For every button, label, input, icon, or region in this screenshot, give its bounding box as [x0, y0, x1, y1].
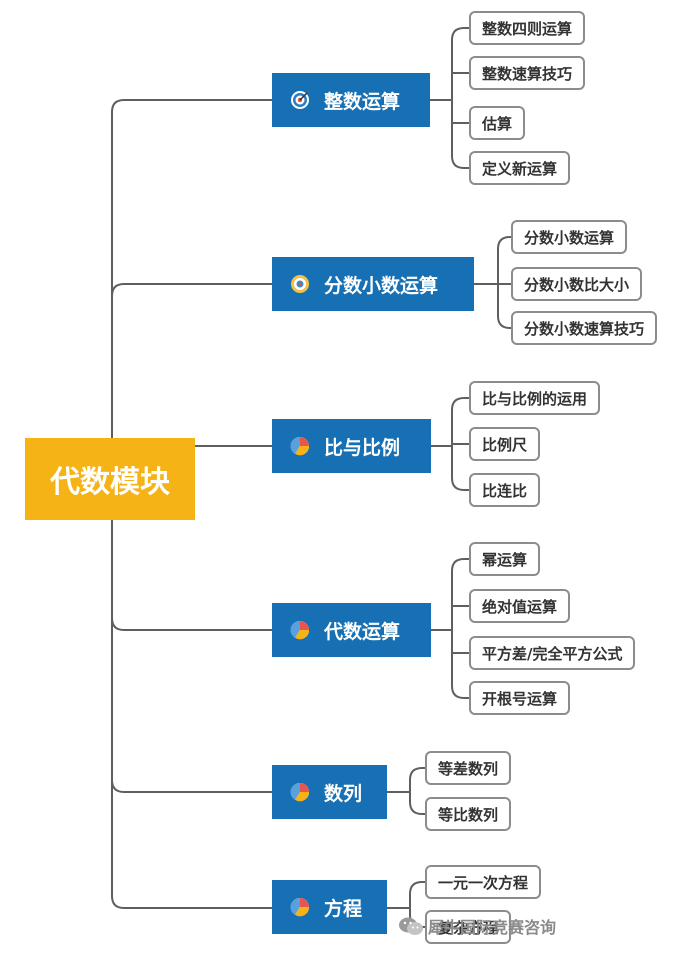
target-icon	[291, 91, 309, 109]
leaf-node: 一元一次方程	[425, 865, 542, 899]
leaf-label: 比与比例的运用	[482, 389, 588, 408]
leaf-node: 比与比例的运用	[469, 381, 601, 415]
leaf-node: 幂运算	[469, 542, 541, 576]
leaf-label: 估算	[482, 114, 513, 133]
pie-chart-icon	[290, 620, 310, 640]
leaf-node: 分数小数速算技巧	[511, 311, 658, 345]
leaf-label: 绝对值运算	[482, 597, 558, 616]
leaf-node: 估算	[469, 106, 526, 140]
leaf-label: 定义新运算	[482, 159, 558, 178]
leaf-label: 幂运算	[482, 550, 528, 569]
root-label: 代数模块	[50, 465, 170, 500]
leaf-node: 开根号运算	[469, 681, 571, 715]
leaf-label: 一元一次方程	[438, 873, 529, 892]
category-node-fraction-decimal: 分数小数运算	[272, 257, 474, 311]
leaf-label: 整数速算技巧	[482, 64, 573, 83]
leaf-node: 复杂方程	[425, 910, 512, 944]
wechat-icon	[399, 917, 423, 935]
leaf-label: 复杂方程	[438, 918, 499, 937]
leaf-label: 等差数列	[438, 759, 499, 778]
watermark-text: 犀牛国际竞赛咨询	[428, 918, 557, 937]
leaf-label: 分数小数比大小	[524, 275, 630, 294]
category-label: 比与比例	[324, 436, 401, 459]
category-node-equation: 方程	[272, 880, 387, 934]
category-label: 数列	[324, 782, 363, 805]
category-node-ratio: 比与比例	[272, 419, 431, 473]
leaf-node: 分数小数运算	[511, 220, 628, 254]
leaf-label: 等比数列	[438, 805, 499, 824]
watermark: 犀牛国际竞赛咨询	[398, 912, 556, 940]
category-label: 整数运算	[324, 90, 401, 113]
leaf-label: 比例尺	[482, 435, 528, 454]
root-node: 代数模块	[25, 438, 195, 520]
category-node-sequence: 数列	[272, 765, 387, 819]
leaf-node: 比连比	[469, 473, 541, 507]
leaf-node: 等比数列	[425, 797, 512, 831]
leaf-label: 比连比	[482, 481, 528, 500]
leaf-node: 分数小数比大小	[511, 267, 643, 301]
leaf-label: 分数小数运算	[524, 228, 615, 247]
pie-chart-icon	[290, 436, 310, 456]
category-label: 方程	[324, 897, 363, 920]
leaf-label: 整数四则运算	[482, 19, 573, 38]
leaf-node: 整数四则运算	[469, 11, 586, 45]
leaf-label: 分数小数速算技巧	[524, 319, 645, 338]
leaf-label: 开根号运算	[482, 689, 558, 708]
leaf-node: 平方差/完全平方公式	[469, 636, 636, 670]
leaf-node: 绝对值运算	[469, 589, 571, 623]
leaf-node: 定义新运算	[469, 151, 571, 185]
leaf-node: 比例尺	[469, 427, 541, 461]
category-label: 代数运算	[324, 620, 401, 643]
pie-chart-icon	[290, 782, 310, 802]
leaf-node: 等差数列	[425, 751, 512, 785]
leaf-label: 平方差/完全平方公式	[482, 644, 623, 663]
category-node-algebra-ops: 代数运算	[272, 603, 431, 657]
leaf-node: 整数速算技巧	[469, 56, 586, 90]
category-label: 分数小数运算	[324, 274, 439, 297]
category-node-integer-ops: 整数运算	[272, 73, 430, 127]
pie-chart-icon	[290, 897, 310, 917]
badge-icon	[291, 275, 309, 293]
